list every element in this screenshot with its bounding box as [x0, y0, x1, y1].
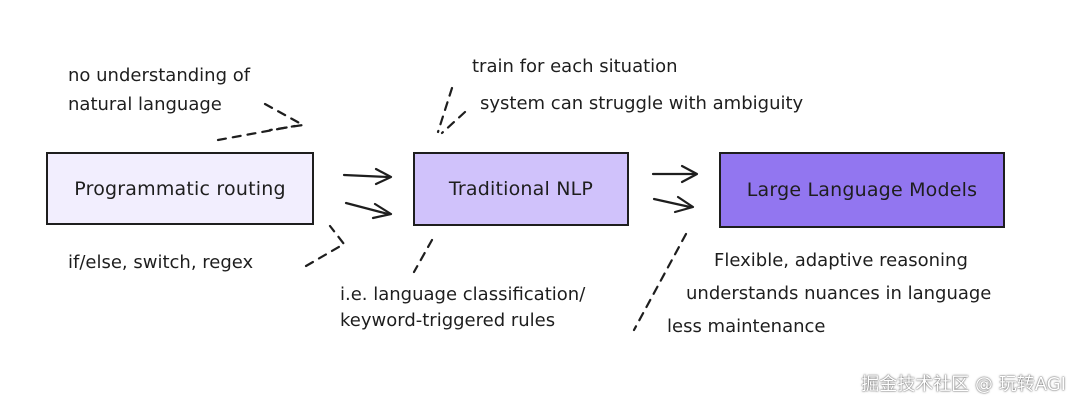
- traditional-nlp-label: Traditional NLP: [448, 178, 594, 200]
- programmatic-routing-label: Programmatic routing: [74, 177, 286, 200]
- note-pointer-bottom-left: [304, 224, 346, 268]
- note-pointer-traditional-top-2: [440, 110, 467, 135]
- arrow-2-to-3-upper-head: [680, 164, 699, 184]
- note-struggle-ambiguity: system can struggle with ambiguity: [480, 93, 804, 114]
- arrow-2-to-3-lower: [652, 197, 692, 209]
- note-train-each-situation: train for each situation: [472, 56, 678, 77]
- note-language-classification: i.e. language classification/: [340, 284, 586, 305]
- arrow-1-to-2-lower-head: [371, 202, 393, 220]
- programmatic-routing-box: Programmatic routing: [46, 152, 314, 225]
- arrow-2-to-3-lower-head: [673, 195, 695, 214]
- large-language-models-label: Large Language Models: [746, 179, 978, 201]
- note-no-understanding: no understanding of: [68, 65, 251, 86]
- note-flexible-reasoning: Flexible, adaptive reasoning: [714, 250, 968, 271]
- note-pointer-top-left-head: [263, 102, 305, 132]
- note-pointer-traditional-top-1: [436, 86, 454, 134]
- arrow-1-to-2-upper-head: [374, 167, 393, 186]
- note-keyword-rules: keyword-triggered rules: [340, 310, 556, 331]
- note-understands-nuances: understands nuances in language: [686, 283, 992, 304]
- traditional-nlp-box: Traditional NLP: [413, 152, 629, 226]
- arrow-1-to-2-upper: [342, 173, 390, 179]
- note-natural-language: natural language: [68, 94, 222, 115]
- note-pointer-top-left: [216, 124, 297, 142]
- note-less-maintenance: less maintenance: [667, 316, 826, 337]
- watermark: 掘金技术社区 @ 玩转AGI: [861, 374, 1066, 395]
- note-pointer-traditional-bottom: [412, 238, 434, 274]
- note-if-else-regex: if/else, switch, regex: [68, 252, 254, 273]
- arrow-1-to-2-lower: [344, 201, 390, 216]
- large-language-models-box: Large Language Models: [719, 152, 1005, 228]
